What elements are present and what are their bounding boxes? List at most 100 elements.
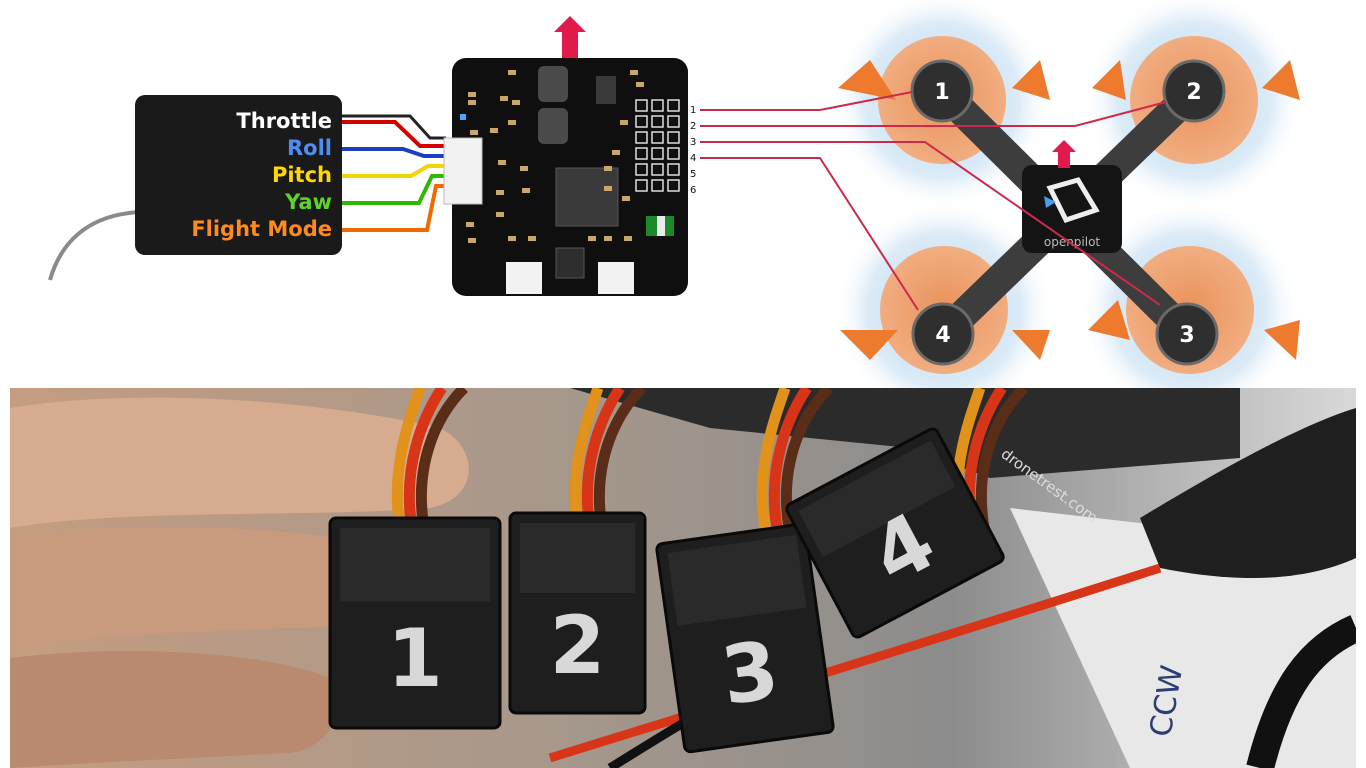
- rotation-arrow: [840, 330, 898, 360]
- channel-label: Pitch: [272, 163, 332, 187]
- pin: [667, 179, 680, 192]
- smd-part: [500, 96, 508, 101]
- channel-wire: [342, 147, 446, 158]
- pin: [667, 115, 680, 128]
- rotation-arrow: [1262, 60, 1300, 100]
- smd-part: [622, 196, 630, 201]
- smd-part: [630, 70, 638, 75]
- usb-port: [506, 262, 542, 294]
- smd-part: [520, 166, 528, 171]
- servo-connector: 1: [328, 516, 502, 730]
- connector-number: 1: [387, 612, 443, 705]
- pin: [635, 115, 648, 128]
- servo-wire: [975, 388, 1028, 529]
- rotation-arrow: [1012, 60, 1050, 100]
- motor-hub: [1162, 59, 1226, 123]
- pin: [635, 147, 648, 160]
- receiver-wires: [342, 114, 446, 232]
- servo-connector: 3: [655, 522, 835, 754]
- logo-accent-icon: [1044, 196, 1056, 208]
- connector-top: [798, 440, 956, 558]
- main-chip: [555, 167, 619, 227]
- pin: [667, 163, 680, 176]
- rotation-arrow: [1012, 330, 1050, 360]
- servo-connector: 2: [508, 511, 647, 715]
- signal-line: [700, 91, 913, 111]
- quadcopter-layout: openpilot 1 2 3 4: [832, 0, 1304, 420]
- smd-part: [490, 128, 498, 133]
- smd-part: [468, 100, 476, 105]
- finger: [10, 650, 338, 768]
- input-connector: [443, 137, 483, 205]
- smd-components: [466, 70, 644, 243]
- smd-part: [528, 236, 536, 241]
- pin: [651, 147, 664, 160]
- smd-part: [470, 130, 478, 135]
- channel-label: Flight Mode: [191, 217, 332, 241]
- smd-part: [522, 188, 530, 193]
- ground-wire: [342, 114, 446, 140]
- output-number: 2: [690, 121, 696, 132]
- rotation-arrow: [1088, 300, 1130, 340]
- channel-label: Throttle: [236, 109, 332, 133]
- motor-number: 2: [1186, 80, 1201, 105]
- smd-part: [498, 160, 506, 165]
- smd-part: [508, 120, 516, 125]
- servo-wire: [768, 388, 812, 529]
- servo-connector: 4: [785, 427, 1005, 639]
- frame-part: [570, 388, 1240, 478]
- capacitor: [538, 108, 568, 144]
- smd-part: [468, 92, 476, 97]
- pin: [635, 179, 648, 192]
- black-cable: [1246, 615, 1356, 768]
- smd-part: [604, 186, 612, 191]
- aux-port: [598, 262, 634, 294]
- smd-part: [508, 236, 516, 241]
- receiver-box: [135, 95, 342, 255]
- signal-line: [700, 101, 1167, 127]
- pin: [651, 131, 664, 144]
- pin: [635, 99, 648, 112]
- smd-part: [612, 150, 620, 155]
- smd-part: [512, 100, 520, 105]
- servo-wire: [756, 388, 791, 529]
- motor-number: 3: [1179, 323, 1194, 348]
- channel-label: Yaw: [284, 190, 332, 214]
- channel-wire: [342, 174, 446, 205]
- pin: [651, 115, 664, 128]
- smd-part: [604, 166, 612, 171]
- status-led-box: [657, 216, 665, 236]
- smd-part: [466, 222, 474, 227]
- forward-arrow: [554, 16, 586, 58]
- motor-number: 4: [935, 323, 950, 348]
- pin: [667, 99, 680, 112]
- brand-label: openpilot: [1044, 235, 1101, 249]
- openpilot-logo-icon: [1046, 177, 1100, 224]
- chip-aux: [555, 247, 585, 279]
- output-number: 1: [690, 105, 696, 116]
- output-pin-header: [635, 99, 680, 192]
- channel-wire: [342, 120, 446, 148]
- rotation-arrow: [1092, 60, 1126, 100]
- signal-line: [700, 157, 919, 311]
- blue-led: [460, 114, 466, 120]
- finger: [10, 527, 416, 648]
- pin: [651, 163, 664, 176]
- smd-part: [468, 238, 476, 243]
- pin: [667, 147, 680, 160]
- connector-top: [667, 534, 807, 626]
- output-number: 3: [690, 137, 696, 148]
- smd-part: [604, 236, 612, 241]
- servo-wire: [593, 388, 646, 529]
- antenna: [48, 210, 141, 281]
- servo-wire: [569, 388, 604, 529]
- servo-wire: [403, 388, 447, 529]
- chip-small: [596, 76, 616, 104]
- smd-part: [496, 190, 504, 195]
- motor-number: 1: [934, 80, 949, 105]
